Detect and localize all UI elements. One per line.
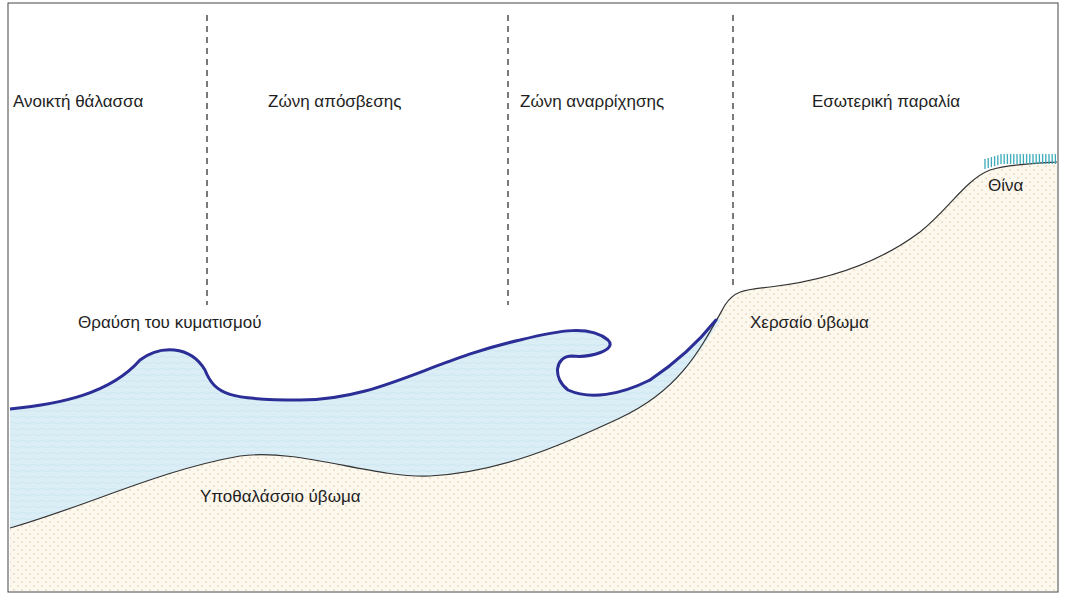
grass-blade (1032, 154, 1033, 164)
frame (8, 3, 1058, 592)
grass-blade (1039, 154, 1040, 164)
zone-label: Εσωτερική παραλία (812, 92, 960, 112)
grass-blade (1004, 154, 1005, 164)
grass-blade (1029, 154, 1030, 164)
zone-divider (507, 15, 508, 305)
grass-blade (984, 159, 985, 169)
grass-blade (988, 158, 989, 168)
feature-label: Χερσαίο ύβωμα (750, 313, 869, 333)
grass-blade (1023, 154, 1024, 164)
wave-line (10, 331, 650, 409)
grass-blade (991, 157, 992, 167)
grass-blade (1045, 154, 1046, 164)
grass-blade (1010, 154, 1011, 164)
grass-blade (1000, 154, 1001, 164)
grass-blade (1026, 154, 1027, 164)
grass-blade (1055, 154, 1056, 164)
grass-blade (1013, 154, 1014, 164)
feature-label: Υποθαλάσσιο ύβωμα (200, 487, 361, 507)
grass-blade (1020, 154, 1021, 164)
dune-grass (985, 154, 1055, 169)
grass-blade (1042, 154, 1043, 164)
zone-label: Ζώνη αναρρίχησης (520, 92, 664, 112)
grass-blade (994, 156, 995, 166)
ground-profile (10, 162, 1057, 528)
zone-label: Ζώνη απόσβεσης (268, 92, 401, 112)
zone-label: Ανοικτή θάλασσα (13, 92, 143, 112)
feature-label: Θίνα (988, 176, 1023, 196)
zone-divider (206, 15, 207, 305)
feature-label: Θραύση του κυματισμού (78, 313, 262, 333)
grass-blade (1036, 154, 1037, 164)
sand (10, 162, 1057, 591)
zone-divider (732, 15, 733, 288)
grass-blade (1048, 154, 1049, 164)
grass-blade (1052, 154, 1053, 164)
swash-line (650, 320, 716, 380)
grass-blade (1007, 154, 1008, 164)
water (10, 318, 722, 528)
grass-blade (997, 155, 998, 165)
grass-blade (1016, 154, 1017, 164)
